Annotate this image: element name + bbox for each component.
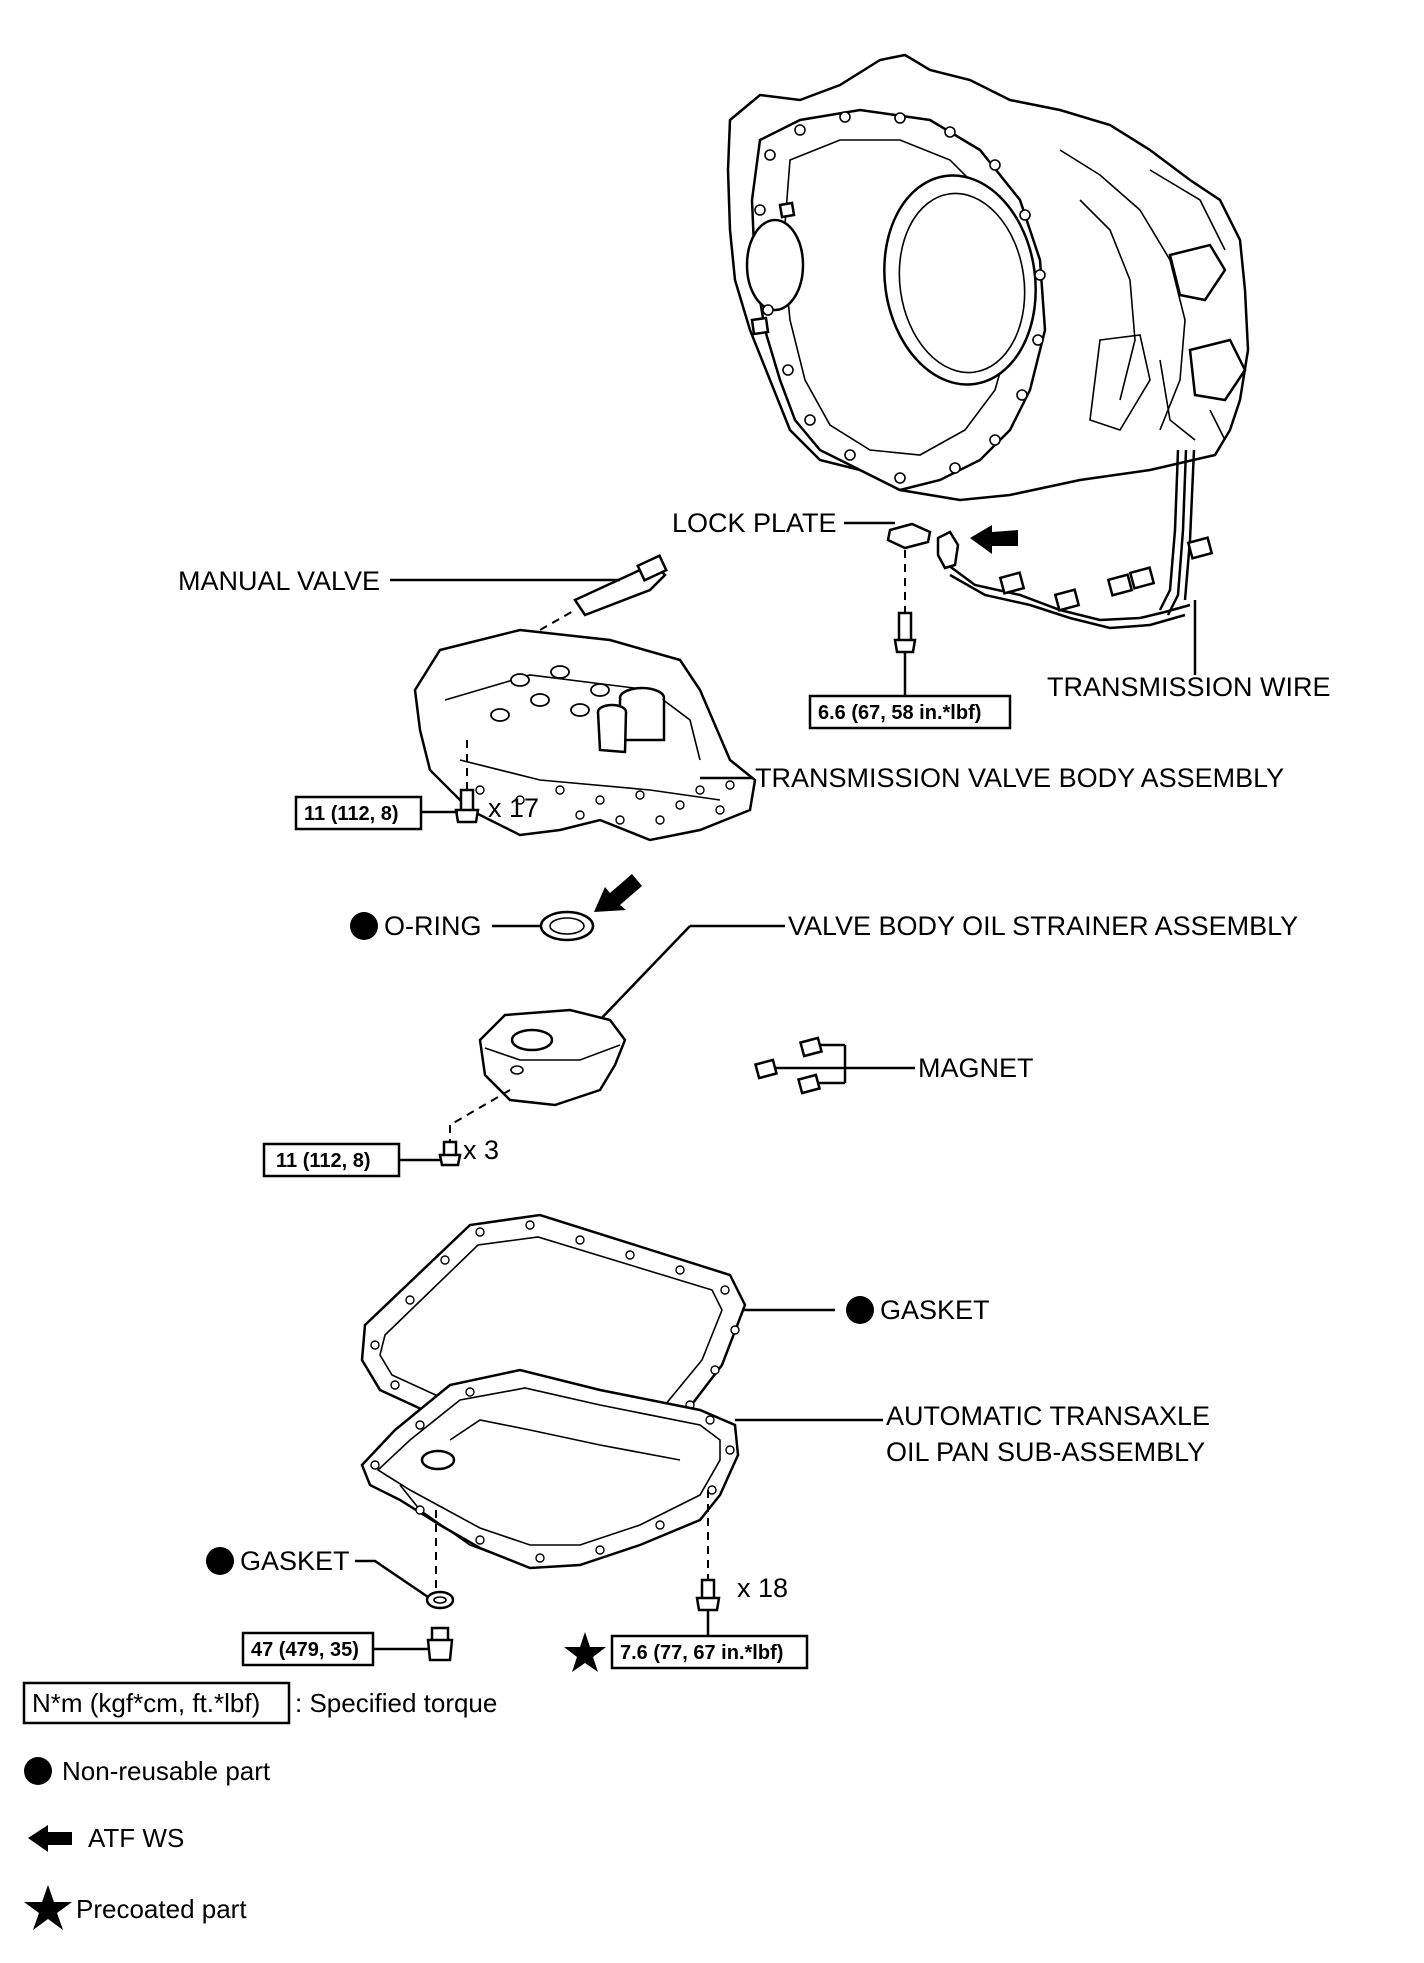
strainer-label: VALVE BODY OIL STRAINER ASSEMBLY (788, 911, 1298, 941)
torque-pan-bolts: 7.6 (77, 67 in.*lbf) (620, 1642, 783, 1664)
pan-bolts-qty: x 18 (737, 1573, 788, 1603)
torque-box-lock-plate (808, 694, 1012, 730)
torque-box-pan-bolts (610, 1634, 809, 1670)
oil-pan-label-line1: AUTOMATIC TRANSAXLE (886, 1401, 1210, 1431)
legend-non-reusable-icon (24, 1757, 52, 1785)
magnet-drawing (753, 1036, 847, 1095)
transmission-wire-label: TRANSMISSION WIRE (1047, 672, 1331, 702)
torque-drain-plug: 47 (479, 35) (251, 1639, 359, 1661)
lock-plate-label: LOCK PLATE (672, 508, 837, 538)
non-reusable-dot-gasket-drain (206, 1547, 234, 1575)
legend-atf-arrow-icon (28, 1825, 72, 1852)
o-ring-drawing (539, 910, 595, 942)
legend-precoated: Precoated part (76, 1894, 247, 1924)
oil-pan-drawing (360, 1368, 740, 1662)
manual-valve-label: MANUAL VALVE (178, 566, 380, 596)
lock-plate-drawing (886, 522, 932, 695)
transaxle-housing-drawing (726, 53, 1250, 502)
legend-torque-box (22, 1681, 291, 1725)
torque-box-drain-plug (241, 1631, 375, 1667)
precoated-star-pan-bolts (564, 1632, 606, 1672)
valve-body-drawing (413, 628, 757, 842)
legend-torque-desc: : Specified torque (295, 1688, 497, 1718)
legend-torque-units: N*m (kgf*cm, ft.*lbf) (32, 1688, 260, 1718)
oil-pan-label-line2: OIL PAN SUB-ASSEMBLY (886, 1437, 1205, 1467)
gasket-pan-label: GASKET (880, 1295, 990, 1325)
strainer-qty: x 3 (463, 1135, 499, 1165)
torque-strainer: 11 (112, 8) (276, 1150, 371, 1172)
transmission-wire-drawing (936, 449, 1214, 675)
legend: N*m (kgf*cm, ft.*lbf) : Specified torque… (22, 1681, 497, 1930)
atf-arrow-connector (970, 525, 1018, 554)
torque-valve-body: 11 (112, 8) (304, 803, 399, 825)
valve-body-qty: x 17 (488, 793, 539, 823)
o-ring-label: O-RING (384, 911, 482, 941)
valve-body-label: TRANSMISSION VALVE BODY ASSEMBLY (755, 763, 1284, 793)
atf-arrow-o-ring (594, 874, 642, 912)
non-reusable-dot-o-ring (350, 912, 378, 940)
legend-precoated-star-icon (24, 1885, 72, 1930)
gasket-drain-label: GASKET (240, 1546, 350, 1576)
magnet-label: MAGNET (918, 1053, 1034, 1083)
torque-lock-plate: 6.6 (67, 58 in.*lbf) (818, 702, 981, 724)
legend-non-reusable: Non-reusable part (62, 1756, 271, 1786)
manual-valve-drawing (539, 554, 668, 631)
strainer-drawing (438, 1008, 627, 1167)
non-reusable-dot-gasket-pan (846, 1296, 874, 1324)
legend-atf: ATF WS (88, 1823, 184, 1853)
torque-box-strainer (262, 1142, 401, 1178)
